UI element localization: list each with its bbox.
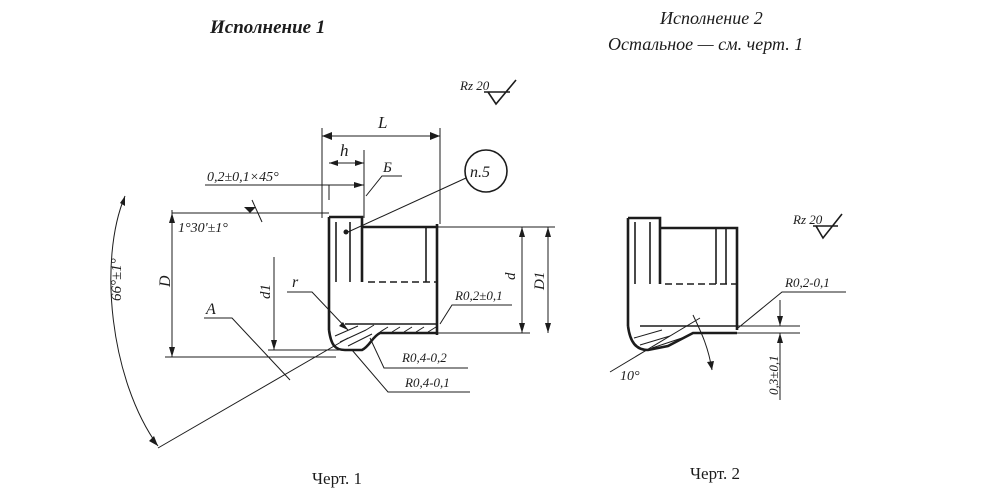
fig2-radius-label: R0,2-0,1	[784, 275, 830, 290]
fig1-dim-d-label: d	[503, 272, 519, 280]
fig1-radius-3: R0,4-0,1	[351, 349, 470, 393]
fig1-caption: Черт. 1	[312, 469, 362, 488]
fig1-dim-h: h	[329, 141, 365, 218]
figure-1: Исполнение 1 Rz 20	[109, 17, 555, 488]
fig1-dim-chamfer-label: 0,2±0,1×45°	[207, 170, 279, 185]
fig1-note-callout: п.5	[347, 149, 508, 233]
fig1-dim-D: D	[157, 210, 336, 358]
fig1-dim-r: r	[287, 274, 349, 331]
fig1-dim-L: L	[321, 113, 441, 224]
fig1-radius-2-label: R0,4-0,2	[401, 350, 447, 365]
fig1-label-B: Б	[382, 160, 392, 176]
fig1-radius-1-label: R0,2±0,1	[454, 288, 503, 303]
fig1-dim-big-angle: 66°±1°	[109, 195, 159, 447]
fig2-dim-angle-label: 10°	[620, 369, 640, 384]
fig1-label-B-group: Б	[365, 160, 402, 197]
fig1-dim-L-label: L	[377, 113, 387, 132]
fig2-subtitle: Остальное — см. черт. 1	[608, 34, 803, 54]
fig1-dim-chamfer: 0,2±0,1×45°	[205, 170, 364, 200]
fig1-dim-h-label: h	[340, 141, 349, 160]
fig2-title: Исполнение 2	[659, 8, 763, 28]
fig2-roughness-symbol: Rz 20	[792, 212, 843, 240]
fig1-label-A: A	[205, 301, 216, 318]
figure-2: Исполнение 2 Остальное — см. черт. 1 Rz …	[608, 8, 846, 483]
fig1-dim-d: d	[437, 226, 555, 334]
fig1-dim-D1-label: D1	[532, 272, 548, 291]
fig1-dim-r-label: r	[292, 274, 299, 291]
fig2-dim-offset-label: 0,3±0,1	[766, 355, 781, 395]
fig2-part-outline	[626, 216, 739, 352]
fig2-caption: Черт. 2	[690, 464, 740, 483]
fig1-roughness-label: Rz 20	[459, 78, 490, 93]
fig1-radius-3-label: R0,4-0,1	[404, 375, 450, 390]
fig1-dim-d1: d1	[258, 257, 345, 351]
fig1-roughness-symbol: Rz 20	[459, 78, 517, 106]
fig1-dim-big-angle-label: 66°±1°	[109, 258, 125, 301]
fig1-note-label: п.5	[470, 164, 490, 181]
fig1-label-A-group: A	[157, 301, 349, 449]
fig2-radius: R0,2-0,1	[737, 275, 846, 329]
fig1-dim-D-label: D	[157, 275, 174, 288]
fig1-radius-2: R0,4-0,2	[369, 337, 468, 369]
fig1-dim-D1: D1	[532, 227, 551, 333]
fig2-dim-offset: 0,3±0,1	[737, 300, 800, 400]
fig1-dim-d1-label: d1	[258, 284, 274, 299]
fig1-dim-small-angle-label: 1°30'±1°	[178, 221, 228, 236]
fig1-dim-small-angle: 1°30'±1°	[171, 199, 329, 236]
fig2-dim-angle: 10°	[609, 314, 714, 384]
fig1-part-outline	[327, 215, 439, 352]
fig1-radius-1: R0,2±0,1	[439, 288, 512, 325]
fig1-title: Исполнение 1	[209, 17, 325, 38]
fig2-roughness-label: Rz 20	[792, 212, 823, 227]
